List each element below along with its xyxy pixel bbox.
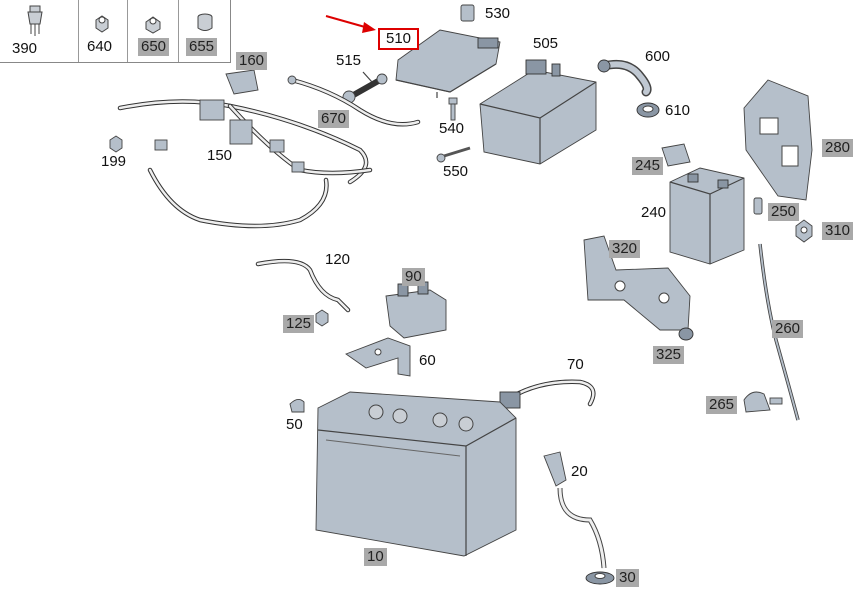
part-515[interactable]	[342, 71, 388, 104]
part-125[interactable]	[315, 309, 329, 327]
legend-label-650: 650	[138, 38, 170, 56]
callout-265[interactable]: 265	[706, 396, 738, 414]
callout-50[interactable]: 50	[286, 416, 303, 433]
part-510[interactable]	[395, 29, 501, 98]
legend-label-655: 655	[186, 38, 218, 56]
part-20[interactable]	[543, 451, 567, 487]
part-670[interactable]	[287, 75, 421, 127]
callout-600[interactable]: 600	[645, 48, 671, 65]
callout-30[interactable]: 30	[616, 569, 639, 587]
part-265[interactable]	[743, 391, 783, 413]
callout-670[interactable]: 670	[318, 110, 350, 128]
part-160[interactable]	[225, 69, 259, 95]
callout-199[interactable]: 199	[101, 153, 127, 170]
part-120[interactable]	[255, 258, 351, 313]
part-505[interactable]	[479, 59, 597, 165]
callout-550[interactable]: 550	[443, 163, 469, 180]
callout-510[interactable]: 510	[378, 28, 420, 50]
callout-610[interactable]: 610	[665, 102, 691, 119]
callout-160[interactable]: 160	[236, 52, 268, 70]
legend-label-640: 640	[87, 38, 113, 55]
callout-20[interactable]: 20	[571, 463, 588, 480]
part-320[interactable]	[583, 235, 691, 331]
callout-90[interactable]: 90	[402, 268, 425, 286]
legend-cell-390[interactable]: 390	[0, 0, 79, 62]
callout-10[interactable]: 10	[364, 548, 387, 566]
callout-515[interactable]: 515	[336, 52, 362, 69]
clip-icon	[27, 5, 43, 36]
nut-icon	[95, 15, 109, 33]
legend-cell-640[interactable]: 640	[78, 0, 128, 62]
part-60[interactable]	[345, 337, 411, 377]
part-260[interactable]	[758, 243, 800, 421]
part-280[interactable]	[743, 79, 813, 201]
part-30[interactable]	[557, 487, 615, 585]
callout-280[interactable]: 280	[822, 139, 854, 157]
callout-260[interactable]: 260	[772, 320, 804, 338]
part-240[interactable]	[669, 167, 745, 265]
part-610[interactable]	[636, 102, 660, 118]
callout-245[interactable]: 245	[632, 157, 664, 175]
callout-60[interactable]: 60	[419, 352, 436, 369]
callout-70[interactable]: 70	[567, 356, 584, 373]
part-10[interactable]	[315, 391, 517, 557]
callout-320[interactable]: 320	[609, 240, 641, 258]
part-310[interactable]	[795, 219, 813, 243]
part-540[interactable]	[448, 97, 458, 121]
legend-cell-650[interactable]: 650	[127, 0, 179, 62]
part-70[interactable]	[499, 379, 596, 409]
sleeve-icon	[197, 13, 213, 31]
part-50[interactable]	[289, 399, 305, 413]
legend-cell-655[interactable]: 655	[178, 0, 230, 62]
legend-table: 390 640 650 655	[0, 0, 231, 63]
legend-label-390: 390	[12, 40, 38, 57]
callout-310[interactable]: 310	[822, 222, 854, 240]
callout-120[interactable]: 120	[325, 251, 351, 268]
arrow-head	[362, 22, 376, 33]
part-150[interactable]	[117, 99, 373, 229]
callout-505[interactable]: 505	[533, 35, 559, 52]
nut-icon	[145, 16, 161, 34]
part-325[interactable]	[678, 327, 694, 341]
part-550[interactable]	[436, 146, 471, 163]
callout-540[interactable]: 540	[439, 120, 465, 137]
part-90[interactable]	[385, 281, 447, 339]
callout-150[interactable]: 150	[207, 147, 233, 164]
part-199[interactable]	[109, 135, 123, 153]
part-250[interactable]	[753, 197, 763, 215]
part-600[interactable]	[597, 59, 652, 97]
part-245[interactable]	[661, 143, 691, 167]
part-530[interactable]	[460, 4, 475, 22]
callout-250[interactable]: 250	[768, 203, 800, 221]
callout-530[interactable]: 530	[485, 5, 511, 22]
callout-325[interactable]: 325	[653, 346, 685, 364]
callout-240[interactable]: 240	[641, 204, 667, 221]
callout-125[interactable]: 125	[283, 315, 315, 333]
